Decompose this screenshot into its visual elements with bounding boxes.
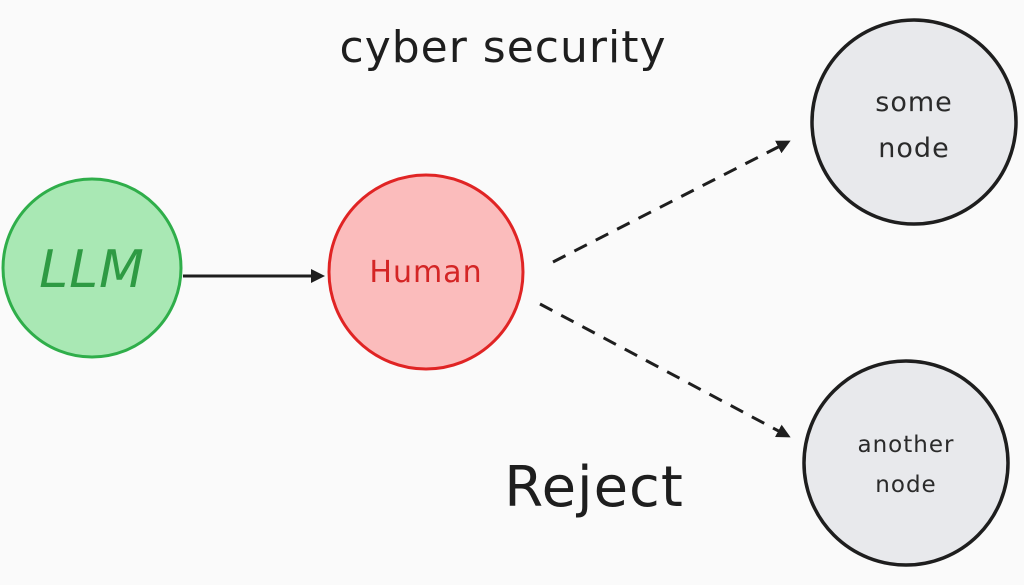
node-some-node-circle bbox=[810, 18, 1018, 226]
node-another-node-circle bbox=[802, 359, 1010, 567]
edge-human-to-another-node bbox=[539, 302, 791, 438]
node-another-node-label-line2: node bbox=[875, 472, 936, 498]
edge-label-reject: Reject bbox=[504, 455, 684, 520]
node-human-label: Human bbox=[369, 255, 482, 290]
node-human-circle bbox=[327, 173, 525, 371]
node-some-node-label-line2: node bbox=[878, 133, 949, 164]
node-llm: LLM bbox=[1, 177, 183, 359]
node-human: Human bbox=[327, 173, 525, 371]
node-llm-circle bbox=[1, 177, 183, 359]
node-another-node: another node bbox=[802, 359, 1010, 567]
node-some-node-label-line1: some bbox=[875, 87, 953, 118]
node-another-node-label-line1: another bbox=[858, 432, 955, 458]
node-some-node: some node bbox=[810, 18, 1018, 226]
diagram-title: cyber security bbox=[340, 22, 667, 73]
node-llm-label: LLM bbox=[39, 240, 145, 300]
edge-human-to-some-node bbox=[552, 140, 791, 264]
